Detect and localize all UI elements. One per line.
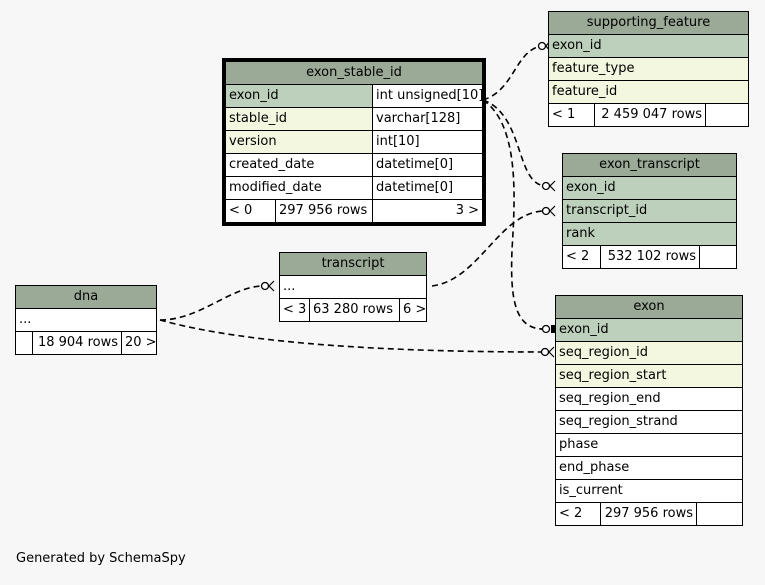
column-row[interactable]: is_current xyxy=(556,480,742,503)
column-row[interactable]: transcript_id xyxy=(563,200,736,223)
child-count-link[interactable]: 3 > xyxy=(455,203,479,218)
parent-count-link[interactable]: < 2 xyxy=(563,246,601,268)
child-count-link[interactable]: 6 > xyxy=(403,302,426,317)
column-type: varchar[128] xyxy=(376,111,461,126)
column-row[interactable]: rank xyxy=(563,223,736,246)
column-type: datetime[0] xyxy=(376,157,454,172)
edge-supporting-feature-to-exon-stable-id xyxy=(482,45,543,101)
edge-exon-to-exon-stable-id xyxy=(482,99,546,330)
child-count-link[interactable] xyxy=(706,104,748,126)
table-title[interactable]: transcript xyxy=(280,253,426,276)
column-row[interactable]: seq_region_strand xyxy=(556,411,742,434)
child-count-link[interactable] xyxy=(697,503,742,525)
column-type: int[10] xyxy=(376,134,420,149)
column-name: ... xyxy=(283,279,296,294)
edge-transcript-to-dna xyxy=(159,285,263,321)
column-name: version xyxy=(226,131,373,153)
table-footer: < 0 297 956 rows 3 > xyxy=(226,200,482,222)
table-footer: 18 904 rows 20 > xyxy=(16,332,156,354)
column-row[interactable]: end_phase xyxy=(556,457,742,480)
column-name: rank xyxy=(566,226,596,241)
column-row[interactable]: exon_id xyxy=(549,35,748,58)
table-title[interactable]: exon xyxy=(556,296,742,319)
column-name: ... xyxy=(19,312,32,327)
parent-count-link[interactable]: < 3 xyxy=(280,299,310,321)
column-name: feature_id xyxy=(552,84,618,99)
table-title[interactable]: dna xyxy=(16,286,156,309)
column-name: seq_region_end xyxy=(559,391,661,406)
column-row[interactable]: exon_id xyxy=(563,177,736,200)
generated-by-caption: Generated by SchemaSpy xyxy=(16,551,186,566)
column-row[interactable]: created_date datetime[0] xyxy=(226,154,482,177)
column-row[interactable]: feature_id xyxy=(549,81,748,104)
parent-count-link[interactable]: < 0 xyxy=(226,200,276,222)
column-name: seq_region_id xyxy=(559,345,649,360)
column-name: exon_id xyxy=(566,180,616,195)
child-count-link[interactable]: 20 > xyxy=(125,335,156,350)
row-count: 532 102 rows xyxy=(601,246,700,268)
column-row[interactable]: seq_region_start xyxy=(556,365,742,388)
column-name: feature_type xyxy=(552,61,635,76)
column-name: exon_id xyxy=(559,322,609,337)
column-row[interactable]: exon_id int unsigned[10] xyxy=(226,85,482,108)
edge-exon-to-dna xyxy=(159,319,546,353)
column-row[interactable]: modified_date datetime[0] xyxy=(226,177,482,200)
column-row[interactable]: seq_region_end xyxy=(556,388,742,411)
row-count: 297 956 rows xyxy=(601,503,697,525)
table-title[interactable]: supporting_feature xyxy=(549,12,748,35)
column-type: int unsigned[10] xyxy=(376,88,482,103)
column-name: exon_id xyxy=(226,85,373,107)
table-footer: < 2 532 102 rows xyxy=(563,246,736,268)
column-row[interactable]: phase xyxy=(556,434,742,457)
table-title[interactable]: exon_transcript xyxy=(563,154,736,177)
parent-count-link[interactable] xyxy=(16,332,33,354)
column-name: created_date xyxy=(226,154,373,176)
row-count: 297 956 rows xyxy=(276,200,373,222)
column-name: phase xyxy=(559,437,599,452)
row-count: 18 904 rows xyxy=(33,332,122,354)
column-name: seq_region_start xyxy=(559,368,667,383)
table-footer: < 2 297 956 rows xyxy=(556,503,742,525)
table-transcript[interactable]: transcript ... < 3 63 280 rows 6 > xyxy=(279,252,427,322)
table-footer: < 1 2 459 047 rows xyxy=(549,104,748,126)
parent-count-link[interactable]: < 1 xyxy=(549,104,595,126)
column-row[interactable]: ... xyxy=(16,309,156,332)
column-name: is_current xyxy=(559,483,623,498)
table-dna[interactable]: dna ... 18 904 rows 20 > xyxy=(15,285,157,355)
row-count: 63 280 rows xyxy=(310,299,400,321)
column-name: seq_region_strand xyxy=(559,414,678,429)
column-name: stable_id xyxy=(226,108,373,130)
table-supporting-feature[interactable]: supporting_feature exon_id feature_type … xyxy=(548,11,749,127)
column-row[interactable]: version int[10] xyxy=(226,131,482,154)
column-name: end_phase xyxy=(559,460,630,475)
column-name: modified_date xyxy=(226,177,373,199)
column-row[interactable]: feature_type xyxy=(549,58,748,81)
column-name: transcript_id xyxy=(566,203,648,218)
column-row[interactable]: seq_region_id xyxy=(556,342,742,365)
table-exon-stable-id[interactable]: exon_stable_id exon_id int unsigned[10] … xyxy=(222,58,486,226)
edge-exon-transcript-to-exon-stable-id xyxy=(482,99,547,187)
table-title[interactable]: exon_stable_id xyxy=(226,62,482,85)
row-count: 2 459 047 rows xyxy=(595,104,706,126)
child-count-link[interactable] xyxy=(700,246,736,268)
column-row[interactable]: exon_id xyxy=(556,319,742,342)
column-row[interactable]: ... xyxy=(280,276,426,299)
table-footer: < 3 63 280 rows 6 > xyxy=(280,299,426,321)
column-type: datetime[0] xyxy=(376,180,454,195)
table-exon-transcript[interactable]: exon_transcript exon_id transcript_id ra… xyxy=(562,153,737,269)
table-exon[interactable]: exon exon_id seq_region_id seq_region_st… xyxy=(555,295,743,526)
parent-count-link[interactable]: < 2 xyxy=(556,503,601,525)
column-name: exon_id xyxy=(552,38,602,53)
column-row[interactable]: stable_id varchar[128] xyxy=(226,108,482,131)
